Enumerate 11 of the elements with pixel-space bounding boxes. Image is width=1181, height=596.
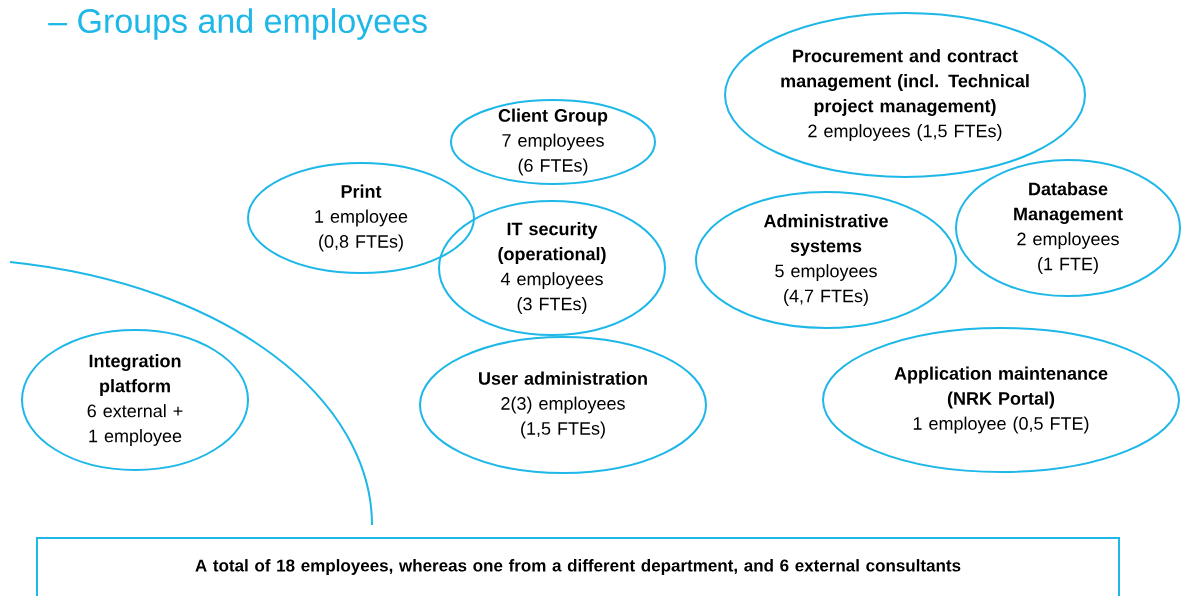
ellipse-node: Integration platform 6 external + 1 employee (21, 329, 249, 471)
title: – Groups and employees (48, 8, 427, 40)
ellipse-node: Client Group 7 employees (6 FTEs) (450, 99, 656, 185)
ellipse-node: Print 1 employee (0,8 FTEs) (247, 162, 475, 274)
ellipse-node: Application maintenance (NRK Portal) 1 employee (0,5 FTE) (822, 327, 1180, 473)
ellipse-node: Procurement and contract management (incl. Technical project management) 2 employees (1,5 FTEs) (724, 12, 1086, 178)
summary-box: A total of 18 employees, whereas one from a different department, and 6 external consultants (36, 537, 1120, 596)
ellipse-node: Administrative systems 5 employees (4,7 FTEs) (695, 191, 957, 329)
ellipse-node: Database Management 2 employees (1 FTE) (955, 159, 1181, 297)
ellipse-node: User administration 2(3) employees (1,5 FTEs) (419, 336, 707, 474)
ellipse-node: IT security (operational) 4 employees (3 FTEs) (438, 200, 666, 336)
